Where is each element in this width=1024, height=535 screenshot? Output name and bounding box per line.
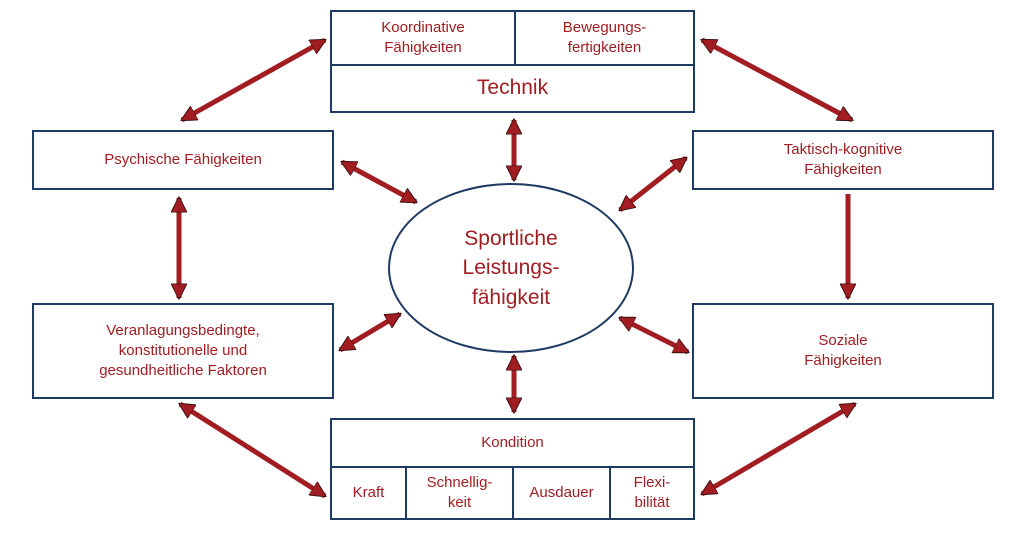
veranlagungsbedingte-faktoren-box: Veranlagungsbedingte, konstitutionelle u… (32, 303, 334, 399)
koordinative-fahigkeiten-label: Koordinative Fähigkeiten (381, 18, 465, 56)
flexibilitat-label: Flexi- bilität (633, 473, 671, 511)
arrow-veranlagung-center (340, 311, 400, 353)
kondition-box: Kondition Kraft Schnellig- keit Ausdauer… (330, 418, 695, 520)
arrow-taktisch-center (620, 156, 686, 212)
kondition-title: Kondition (481, 433, 544, 451)
taktisch-kognitive-box: Taktisch-kognitive Fähigkeiten (692, 130, 994, 190)
kraft-label: Kraft (352, 483, 385, 501)
technik-box: Koordinative Fähigkeiten Bewegungs- fert… (330, 10, 695, 113)
technik-divider-horizontal (332, 64, 693, 66)
arrow-veranlagung-kondition (180, 401, 325, 499)
arrow-psychische-technik (182, 37, 325, 123)
psychische-fahigkeiten-box: Psychische Fähigkeiten (32, 130, 334, 190)
technik-title: Technik (476, 76, 549, 100)
arrow-soziale-center (620, 315, 688, 355)
bewegungsfertigkeiten-label: Bewegungs- fertigkeiten (562, 18, 647, 56)
technik-divider-vertical (514, 12, 516, 64)
arrow-kondition-soziale (702, 401, 855, 497)
sportliche-leistungsfahigkeit-label: Sportliche Leistungs- fähigkeit (462, 226, 560, 309)
arrow-psychische-center (342, 159, 416, 205)
sportliche-leistungsfahigkeit-ellipse: Sportliche Leistungs- fähigkeit (388, 183, 634, 353)
arrow-technik-taktisch (702, 37, 852, 123)
veranlagungsbedingte-faktoren-label: Veranlagungsbedingte, konstitutionelle u… (99, 321, 267, 380)
kondition-divider-2 (512, 468, 514, 518)
kondition-divider-horizontal (332, 466, 693, 468)
kondition-divider-1 (405, 468, 407, 518)
psychische-fahigkeiten-label: Psychische Fähigkeiten (104, 150, 262, 168)
soziale-fahigkeiten-box: Soziale Fähigkeiten (692, 303, 994, 399)
taktisch-kognitive-label: Taktisch-kognitive Fähigkeiten (783, 140, 903, 178)
kondition-divider-3 (609, 468, 611, 518)
soziale-fahigkeiten-label: Soziale Fähigkeiten (804, 331, 882, 369)
schnelligkeit-label: Schnellig- keit (426, 473, 493, 511)
ausdauer-label: Ausdauer (529, 483, 594, 501)
